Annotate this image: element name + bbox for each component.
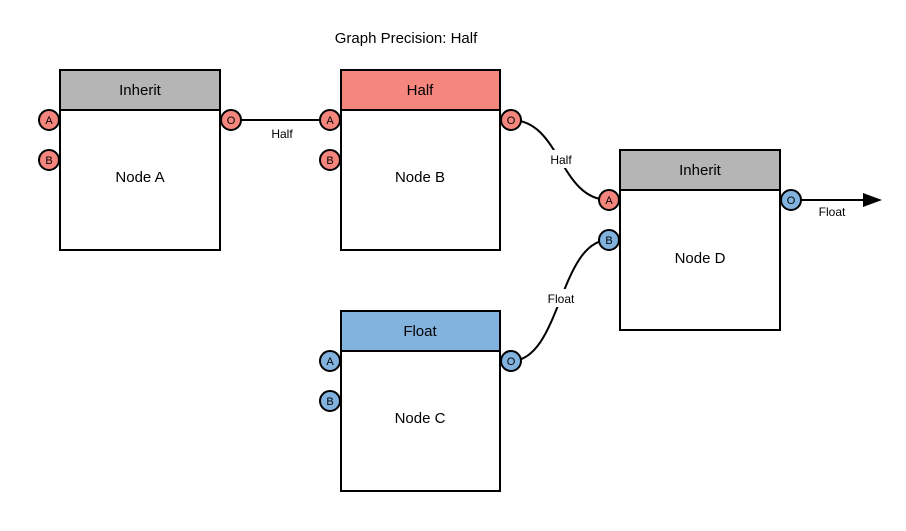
node-c-port-b: B bbox=[319, 390, 341, 412]
node-b-port-o-circle bbox=[500, 109, 522, 131]
edge-label-a-to-b: Half bbox=[271, 127, 293, 141]
node-d-port-b: B bbox=[598, 229, 620, 251]
node-d-port-b-circle bbox=[598, 229, 620, 251]
node-c: Float Node C bbox=[340, 310, 501, 492]
node-c-port-o-circle bbox=[500, 350, 522, 372]
edge-label-b-to-d: Half bbox=[550, 153, 572, 167]
diagram-title: Graph Precision: Half bbox=[335, 30, 478, 47]
node-c-header-label: Float bbox=[403, 323, 437, 340]
node-d-port-b-label: B bbox=[605, 235, 612, 247]
node-b-header-label: Half bbox=[407, 82, 435, 99]
node-b-port-o-label: O bbox=[507, 115, 516, 127]
node-b-label: Node B bbox=[395, 169, 445, 186]
node-b-port-b-label: B bbox=[326, 155, 333, 167]
node-a-port-o-label: O bbox=[227, 115, 236, 127]
node-b-port-a-label: A bbox=[326, 115, 334, 127]
node-d-port-o-circle bbox=[780, 189, 802, 211]
node-d: Inherit Node D bbox=[619, 149, 781, 331]
node-c-label: Node C bbox=[395, 410, 446, 427]
node-a-port-o: O bbox=[220, 109, 242, 131]
node-d-port-a: A bbox=[598, 189, 620, 211]
edge-label-bg bbox=[538, 289, 584, 307]
node-a-header bbox=[59, 69, 221, 111]
node-c-port-b-label: B bbox=[326, 396, 333, 408]
node-d-port-o-label: O bbox=[787, 195, 796, 207]
node-c-port-o-label: O bbox=[507, 356, 516, 368]
node-a-header-label: Inherit bbox=[119, 82, 162, 99]
node-a-port-a-label: A bbox=[45, 115, 53, 127]
node-d-port-o: O bbox=[780, 189, 802, 211]
node-a-port-a-circle bbox=[38, 109, 60, 131]
node-d-header bbox=[619, 149, 781, 191]
edge-labels: Half Half Float Float bbox=[271, 127, 846, 307]
edge-label-d-to-output: Float bbox=[819, 205, 846, 219]
node-b-port-o: O bbox=[500, 109, 522, 131]
node-d-port-a-circle bbox=[598, 189, 620, 211]
ports: A B O A B O A B bbox=[38, 109, 802, 412]
node-a-port-b: B bbox=[38, 149, 60, 171]
node-a-port-o-circle bbox=[220, 109, 242, 131]
node-b: Half Node B bbox=[340, 69, 501, 251]
node-c-port-a-label: A bbox=[326, 356, 334, 368]
node-d-label: Node D bbox=[675, 250, 726, 267]
node-b-port-b: B bbox=[319, 149, 341, 171]
node-b-port-b-circle bbox=[319, 149, 341, 171]
node-d-header-label: Inherit bbox=[679, 162, 722, 179]
node-b-port-a-circle bbox=[319, 109, 341, 131]
node-a-port-b-label: B bbox=[45, 155, 52, 167]
node-c-port-b-circle bbox=[319, 390, 341, 412]
edge-label-c-to-d: Float bbox=[548, 292, 575, 306]
node-a: Inherit Node A bbox=[59, 69, 221, 251]
node-b-port-a: A bbox=[319, 109, 341, 131]
node-a-label: Node A bbox=[115, 169, 164, 186]
edge-label-bg bbox=[542, 150, 580, 168]
node-b-header bbox=[340, 69, 501, 111]
node-d-port-a-label: A bbox=[605, 195, 613, 207]
node-a-port-a: A bbox=[38, 109, 60, 131]
node-c-header bbox=[340, 310, 501, 352]
node-c-port-a: A bbox=[319, 350, 341, 372]
node-c-port-o: O bbox=[500, 350, 522, 372]
node-a-port-b-circle bbox=[38, 149, 60, 171]
node-c-port-a-circle bbox=[319, 350, 341, 372]
output-arrowhead-icon bbox=[863, 193, 882, 207]
